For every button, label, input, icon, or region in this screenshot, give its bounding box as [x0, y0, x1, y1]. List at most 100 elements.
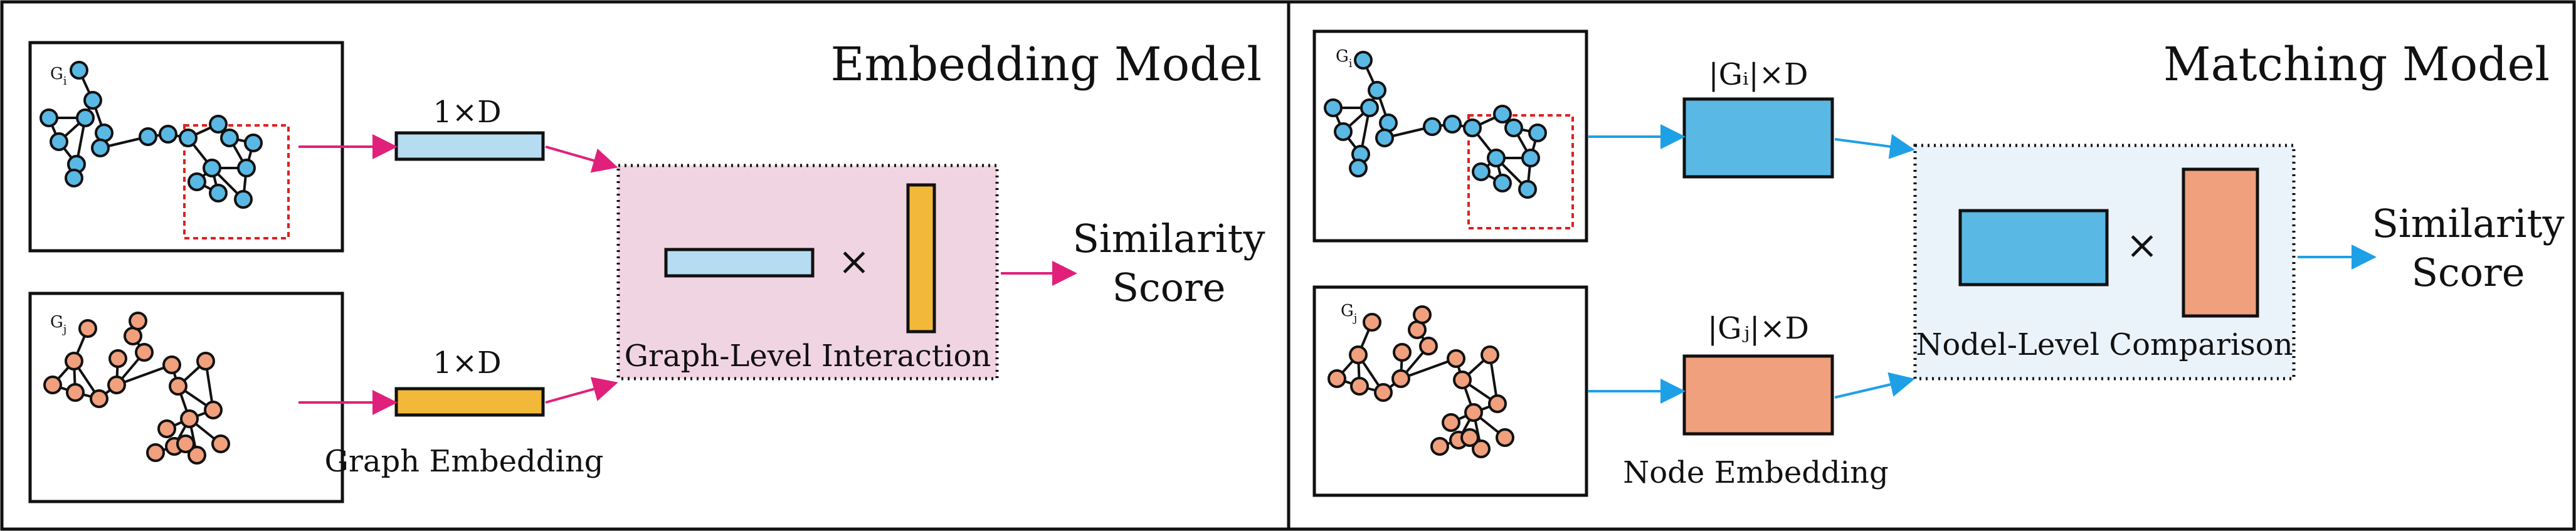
graph-node: [162, 355, 181, 374]
graph-node: [146, 443, 165, 462]
graph-node: [1504, 118, 1523, 137]
comparison-horizontal-matrix: [1958, 209, 2109, 287]
graph-node: [65, 352, 83, 371]
graph-node: [1368, 81, 1386, 100]
graph-node: [1413, 305, 1432, 324]
graph-i-box: Gi: [1312, 29, 1588, 243]
graph-node: [220, 129, 239, 147]
graph-edge: [1400, 357, 1457, 380]
graph-node: [70, 61, 88, 80]
graph-node: [179, 129, 198, 147]
graph-node: [65, 169, 83, 187]
graph-j-embedding-bar: [394, 387, 545, 417]
graph-node: [40, 108, 58, 127]
comparison-vertical-matrix: [2182, 167, 2259, 318]
graph-node: [1349, 345, 1368, 364]
subgraph-highlight: [1467, 114, 1574, 229]
graph-j-label: Gj: [50, 313, 66, 336]
bottom-dimension-label: 1×D: [433, 345, 501, 381]
graph-node: [159, 125, 177, 144]
top-dimension-label: 1×D: [433, 95, 501, 130]
graph-node: [76, 108, 95, 127]
panel-title: Embedding Model: [831, 38, 1262, 92]
subgraph-highlight: [183, 124, 290, 239]
graph-node: [1375, 129, 1394, 147]
graph-node: [1350, 377, 1369, 396]
graph-i-embedding-bar: [394, 131, 545, 161]
graph-node: [83, 91, 102, 110]
graph-j-box: Gj: [1312, 285, 1588, 497]
graph-node: [1442, 413, 1460, 432]
graph-node: [196, 352, 215, 371]
graph-node: [1453, 371, 1472, 389]
graph-node: [139, 127, 157, 146]
graph-node: [209, 115, 228, 134]
graph-node: [1419, 337, 1438, 355]
graph-node: [1423, 117, 1442, 136]
graph-node: [209, 184, 228, 202]
graph-node: [211, 434, 230, 453]
graph-node: [1521, 149, 1540, 167]
multiply-operator: ×: [2126, 222, 2158, 268]
graph-node: [187, 446, 206, 465]
graph-node: [176, 434, 195, 453]
graph-node: [90, 389, 108, 408]
graph-i-network: [40, 61, 263, 209]
graph-node: [135, 343, 154, 362]
arrow-top-to-interaction: [545, 145, 618, 173]
arrow-top-to-comparison: [1834, 134, 1915, 159]
graph-node: [1391, 369, 1410, 388]
embedding-model-panel: Embedding Model Gi Gj 1×D 1×D Graph Embe…: [0, 0, 1291, 531]
graph-node: [1496, 428, 1514, 447]
graph-node: [1487, 149, 1506, 167]
graph-node: [203, 159, 221, 177]
graph-node: [1493, 174, 1512, 192]
similarity-label: Similarity: [2372, 201, 2564, 246]
graph-node: [1360, 98, 1379, 117]
graph-node: [1518, 180, 1537, 199]
graph-node: [1464, 403, 1483, 422]
graph-node: [1528, 124, 1547, 142]
graph-node: [1460, 428, 1479, 447]
interaction-caption: Graph-Level Interaction: [625, 339, 991, 374]
graph-j-label: Gj: [1341, 302, 1357, 325]
score-label: Score: [2412, 250, 2525, 295]
graph-node: [1430, 437, 1449, 456]
graph-node: [108, 349, 127, 368]
graph-node: [50, 132, 68, 151]
graph-i-label: Gi: [50, 65, 67, 88]
graph-node: [1363, 313, 1381, 332]
graph-j-box: Gj: [28, 292, 344, 503]
graph-node: [1354, 51, 1373, 70]
graph-embedding-caption: Graph Embedding: [325, 444, 604, 479]
graph-node: [1488, 394, 1507, 413]
node-level-comparison-box: × Nodel-Level Comparison: [1913, 144, 2296, 381]
interaction-horizontal-bar: [664, 248, 815, 278]
graph-node: [1463, 118, 1482, 137]
graph-node: [1493, 105, 1512, 124]
graph-node: [187, 172, 206, 191]
graph-node: [1447, 349, 1465, 368]
multiply-operator: ×: [838, 238, 870, 284]
graph-node: [1472, 439, 1491, 458]
arrow-bottom-to-comparison: [1834, 372, 1915, 399]
graph-node: [78, 319, 97, 338]
graph-node: [1374, 383, 1393, 402]
graph-node: [234, 190, 253, 209]
graph-edge: [116, 364, 172, 386]
graph-j-node-embedding: [1682, 354, 1834, 436]
graph-node: [1334, 122, 1353, 141]
node-embedding-caption: Node Embedding: [1623, 455, 1888, 490]
graph-i-label: Gi: [1336, 47, 1353, 70]
graph-node: [237, 159, 256, 177]
matching-model-panel: Matching Model Gi Gj |Gᵢ|×D |Gⱼ|×D Node …: [1287, 0, 2576, 531]
graph-node: [169, 377, 187, 396]
graph-node: [91, 139, 110, 157]
arrow-bottom-to-interaction: [545, 377, 618, 404]
score-label: Score: [1112, 265, 1226, 310]
panel-title: Matching Model: [2163, 38, 2550, 92]
graph-node: [1481, 345, 1499, 364]
graph-node: [1393, 343, 1412, 362]
graph-node: [107, 376, 126, 394]
